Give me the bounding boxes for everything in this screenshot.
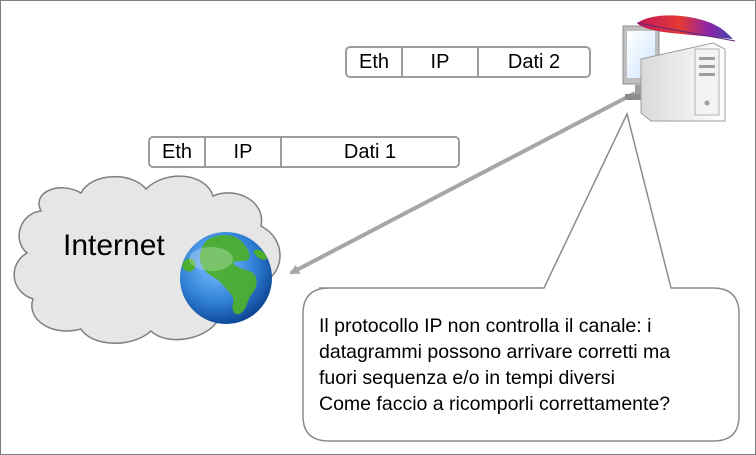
callout-line: datagrammi possono arrivare corretti ma xyxy=(319,341,671,363)
callout-line: fuori sequenza e/o in tempi diversi xyxy=(319,367,615,389)
packet-ip-field: IP xyxy=(403,48,479,76)
apache-feather-icon xyxy=(636,15,736,42)
callout-line: Come faccio a ricomporli correttamente? xyxy=(319,393,671,415)
globe-icon xyxy=(180,232,272,324)
packet-datagram-2: Eth IP Dati 2 xyxy=(345,46,591,78)
packet-eth-field: Eth xyxy=(347,48,403,76)
server-computer-icon xyxy=(622,25,726,122)
internet-label: Internet xyxy=(63,229,165,262)
datagram-arrow xyxy=(289,91,636,275)
packet-data-field: Dati 1 xyxy=(343,140,397,163)
callout-bubble xyxy=(302,111,740,442)
packet-eth-field: Eth xyxy=(150,138,206,166)
callout-line: Il protocollo IP non controlla il canale… xyxy=(319,315,652,337)
packet-ip-field: IP xyxy=(206,138,282,166)
packet-datagram-1: Eth IP Dati 1 xyxy=(148,136,460,168)
callout-text: Il protocollo IP non controlla il canale… xyxy=(319,313,729,417)
packet-data-field: Dati 2 xyxy=(507,50,561,73)
